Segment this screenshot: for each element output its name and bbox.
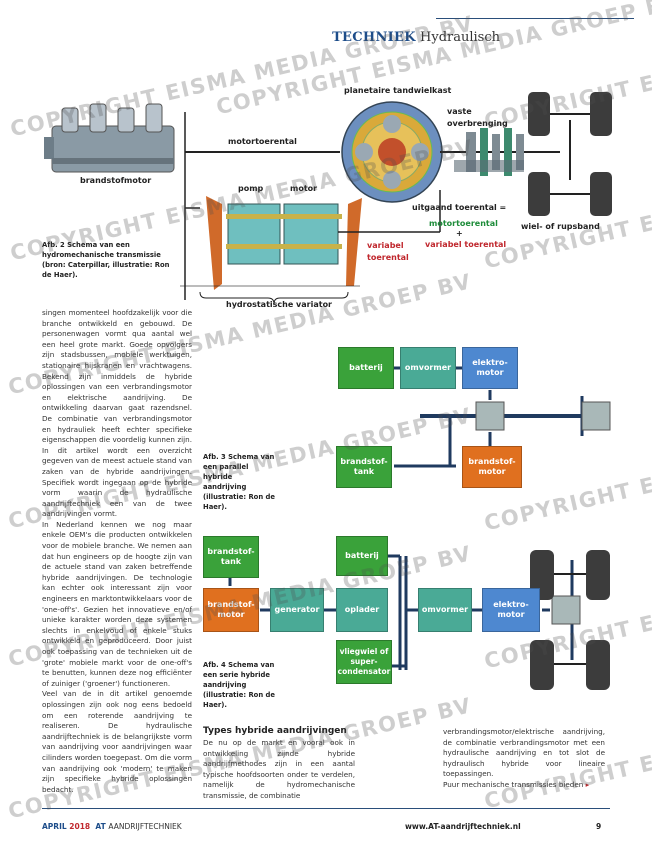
- page-header: TECHNIEK Hydraulisch: [332, 30, 500, 45]
- fig2-variable-speed-label: variabel toerental: [425, 240, 507, 249]
- footer-brand-a: AT: [95, 822, 106, 831]
- fig2-planetary-label: planetaire tandwielkast: [344, 86, 452, 95]
- article-column-1: singen momenteel hoofdzakelijk voor die …: [42, 308, 192, 795]
- engine-illustration: [44, 103, 175, 173]
- article-text: Puur mechanische transmissies bieden: [443, 779, 584, 789]
- article-column-3: verbrandingsmotor/elektrische aandrijvin…: [443, 727, 605, 791]
- fig2-motor-label: motor: [290, 184, 318, 193]
- fig4-battery-box: batterij: [336, 536, 388, 576]
- footer-year: 2018: [69, 822, 91, 831]
- fig4-charger-box: oplader: [336, 588, 388, 632]
- footer-url[interactable]: www.AT-aandrijftechniek.nl: [405, 822, 521, 831]
- fig2-motor-speed-label: motortoerental: [429, 219, 498, 228]
- figure-2-diagram: [44, 92, 612, 305]
- fig2-wheel-label: wiel- of rupsband: [521, 222, 600, 231]
- header-section: Hydraulisch: [420, 30, 500, 45]
- fig4-tank-box: brandstof-tank: [203, 536, 259, 578]
- fig4-wheels-illustration: [530, 550, 610, 690]
- fig3-emotor-box: elektro-motor: [462, 347, 518, 389]
- figure-4-caption: Afb. 4 Schema van een serie hybride aand…: [203, 661, 276, 709]
- section-title: Types hybride aandrijvingen: [203, 726, 347, 736]
- fig2-variable-label: variabel toerental: [367, 241, 409, 262]
- figure-3-connectors: [394, 366, 611, 468]
- fig4-generator-box: generator: [270, 588, 324, 632]
- fig3-tank-box: brandstof-tank: [336, 446, 392, 488]
- fig2-engine-label: brandstofmotor: [80, 176, 152, 185]
- article-paragraph: verbrandingsmotor/elektrische aandrijvin…: [443, 727, 605, 779]
- fig2-plus-label: +: [456, 229, 463, 238]
- fig2-engine-speed-label: motortoerental: [228, 137, 297, 146]
- article-column-2: De nu op de markt en vooral ook in ontwi…: [203, 738, 355, 800]
- header-kicker: TECHNIEK: [332, 30, 416, 45]
- fig3-engine-box: brandstof-motor: [462, 446, 522, 488]
- figure-2-caption: Afb. 2 Schema van een hydromechanische t…: [42, 241, 170, 279]
- fig2-fixed-gear-label: vaste overbrenging: [447, 107, 508, 128]
- planetary-gearbox: [341, 101, 443, 203]
- footer-issue: APRIL 2018 AT AANDRIJFTECHNIEK: [42, 822, 182, 831]
- fig4-emotor-box: elektro-motor: [482, 588, 540, 632]
- fig3-battery-box: batterij: [338, 347, 394, 389]
- footer-rule: [42, 808, 610, 809]
- fig4-engine-box: brandstof-motor: [203, 588, 259, 632]
- hydrostatic-variator: [180, 190, 441, 305]
- footer-brand-b: AANDRIJFTECHNIEK: [108, 822, 182, 831]
- article-paragraph: Puur mechanische transmissies bieden ▸: [443, 780, 605, 791]
- fig4-inverter-box: omvormer: [418, 588, 472, 632]
- fig4-flywheel-box: vliegwiel of super-condensator: [336, 640, 392, 684]
- wheels-illustration: [528, 92, 612, 216]
- footer-month: APRIL: [42, 822, 67, 831]
- fig3-inverter-box: omvormer: [400, 347, 456, 389]
- article-paragraph: In Nederland kennen we nog maar enkele O…: [42, 519, 192, 688]
- figure-3-caption: Afb. 3 Schema van een parallel hybride a…: [203, 453, 276, 511]
- continue-arrow-icon: ▸: [585, 779, 590, 789]
- fig2-pump-label: pomp: [238, 184, 264, 193]
- header-rule: [436, 18, 634, 19]
- figure-4-connectors: [228, 554, 581, 670]
- page-number: 9: [596, 822, 602, 831]
- article-paragraph: Veel van de in dit artikel genoemde oplo…: [42, 689, 192, 794]
- fig2-output-speed-label: uitgaand toerental =: [412, 203, 507, 212]
- fixed-gear-train: [440, 128, 560, 176]
- article-paragraph: singen momenteel hoofdzakelijk voor die …: [42, 308, 192, 519]
- fig2-variator-label: hydrostatische variator: [226, 300, 333, 309]
